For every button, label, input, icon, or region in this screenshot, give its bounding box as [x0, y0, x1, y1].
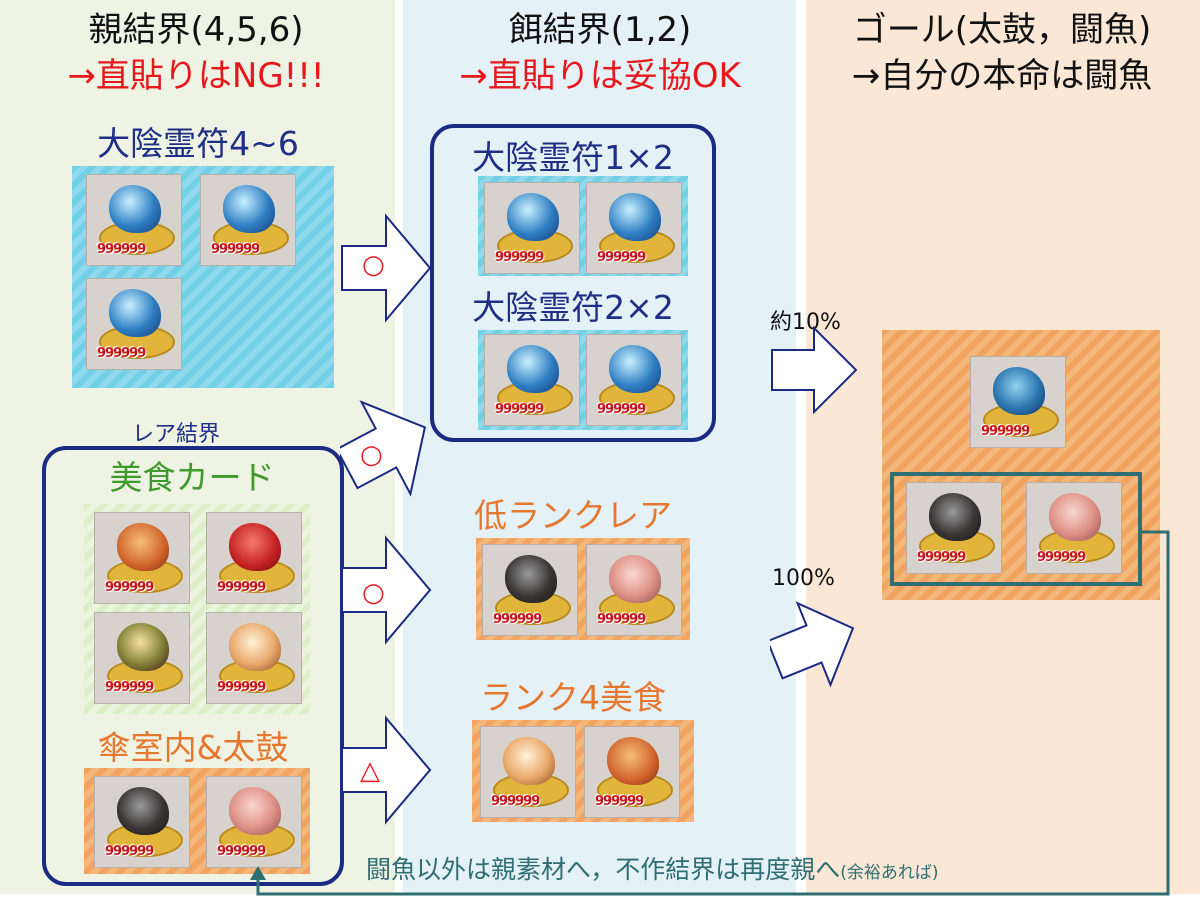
bait-spirit1-label: 大陰霊符1×2 — [472, 138, 674, 177]
spirit-bait-frame — [430, 124, 716, 442]
fish-item-tile: 999999 — [970, 356, 1066, 448]
rank4-gourmet-label: ランク4美食 — [480, 678, 666, 717]
drum-item-tile: 999999 — [482, 544, 578, 636]
spirit-item-tile: 999999 — [86, 278, 182, 370]
goal-note: →自分の本命は闘魚 — [851, 56, 1153, 96]
arrow-to-bait-spirit — [341, 213, 432, 323]
parent-title: 親結界(4,5,6) — [88, 10, 304, 50]
arrow-rare-to-rank4 — [341, 715, 432, 825]
spirit-item-tile: 999999 — [484, 334, 580, 426]
bait-note: →直貼りは妥協OK — [459, 56, 741, 96]
gourmet-card-label: 美食カード — [109, 458, 275, 497]
goal-title: ゴール(太鼓，闘魚) — [852, 10, 1152, 50]
drum-item-tile: 999999 — [906, 482, 1002, 574]
arrow-symbol-2: ○ — [360, 440, 383, 470]
umbrella-item-tile: 999999 — [586, 544, 682, 636]
gourmet-item-tile: 999999 — [206, 612, 302, 704]
rare-barrier-frame — [42, 446, 344, 886]
bait-title: 餌結界(1,2) — [508, 10, 692, 50]
gourmet-item-tile: 999999 — [584, 726, 680, 818]
return-note: 闘魚以外は親素材へ，不作結界は再度親へ(余裕あれば) — [366, 855, 939, 884]
spirit-item-tile: 999999 — [86, 174, 182, 266]
arrow-bait-to-goal-upper — [771, 326, 858, 414]
gourmet-item-tile: 999999 — [94, 512, 190, 604]
arrow-rare-to-spirit — [340, 400, 427, 497]
arrow-bait-to-goal-lower — [770, 601, 855, 688]
probability-lower: 100% — [772, 566, 835, 591]
return-note-aside: (余裕あれば) — [840, 863, 939, 883]
spirit-item-tile: 999999 — [586, 182, 682, 274]
umbrella-item-tile: 999999 — [1026, 482, 1122, 574]
rare-barrier-label: レア結界 — [132, 422, 221, 447]
bait-spirit2-label: 大陰霊符2×2 — [472, 288, 674, 327]
umbrella-drum-label: 傘室内&太鼓 — [97, 728, 289, 767]
probability-upper: 約10% — [770, 310, 841, 335]
spirit-item-tile: 999999 — [586, 334, 682, 426]
gourmet-item-tile: 999999 — [206, 512, 302, 604]
arrow-symbol-1: ○ — [362, 250, 385, 280]
parent-note: →直貼りはNG!!! — [67, 56, 325, 96]
low-rank-rare-label: 低ランクレア — [474, 496, 672, 535]
umbrella-item-tile: 999999 — [206, 776, 302, 868]
spirit-item-tile: 999999 — [484, 182, 580, 274]
gourmet-item-tile: 999999 — [480, 726, 576, 818]
arrow-rare-to-low-rank — [341, 535, 432, 645]
gourmet-item-tile: 999999 — [94, 612, 190, 704]
goal-items-frame — [890, 472, 1142, 586]
arrow-symbol-3: ○ — [362, 578, 385, 608]
bottom-strip — [0, 894, 1200, 902]
spirit-item-tile: 999999 — [200, 174, 296, 266]
drum-item-tile: 999999 — [94, 776, 190, 868]
arrow-symbol-4: △ — [360, 756, 380, 786]
parent-spirit-label: 大陰霊符4~6 — [97, 124, 299, 163]
